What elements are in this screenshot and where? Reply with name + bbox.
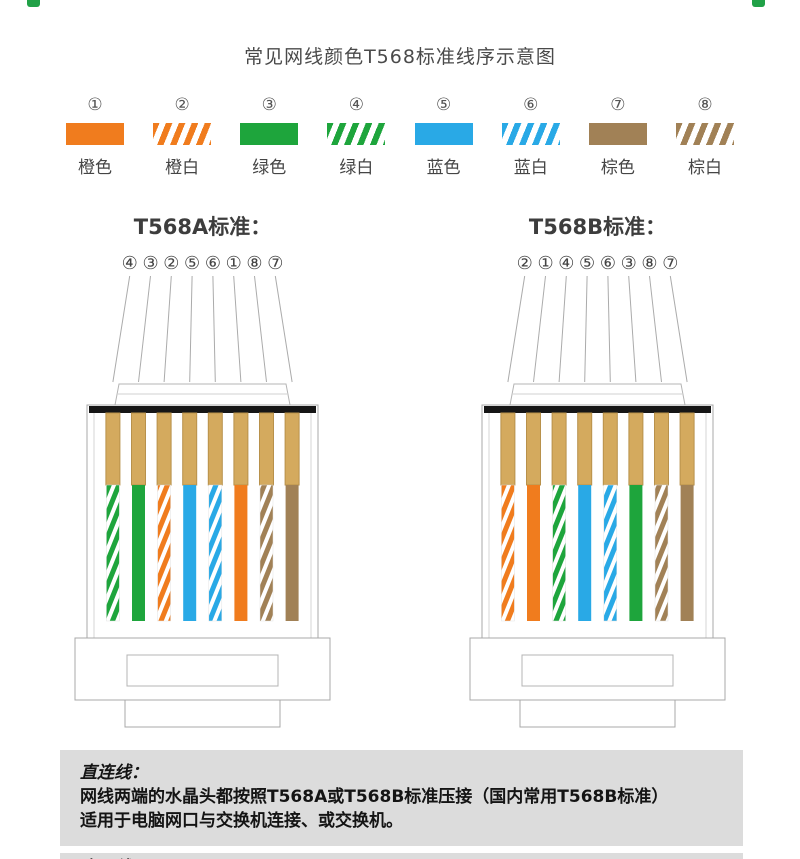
connector-pins — [500, 412, 695, 486]
legend-item-number: ⑤ — [435, 95, 452, 115]
connector-pins — [105, 412, 300, 486]
pin-number: ⑦ — [267, 253, 284, 274]
legend-item: ⑧ 棕白 — [673, 94, 737, 178]
legend-item: ② 橙白 — [150, 94, 214, 178]
standard-column-t568a: T568A标准： ④ ③ ② ⑤ ⑥ ① ⑧ ⑦ — [70, 213, 335, 728]
page-title: 常见网线颜色T568标准线序示意图 — [244, 46, 556, 68]
color-swatch — [501, 123, 560, 145]
note-crossover: 交叉线： — [60, 853, 743, 859]
pin-number: ② — [163, 253, 180, 274]
pin-number: ① — [225, 253, 242, 274]
pin-number-row: ② ① ④ ⑤ ⑥ ③ ⑧ ⑦ — [465, 253, 730, 275]
legend-item-number: ③ — [261, 95, 277, 115]
legend-item: ⑥ 蓝白 — [499, 94, 563, 178]
pin-number-row: ④ ③ ② ⑤ ⑥ ① ⑧ ⑦ — [70, 253, 335, 275]
connector-outline — [469, 383, 726, 728]
connector-wires — [501, 484, 694, 622]
note-line: 适用于电脑网口与交换机连接、或交换机。 — [80, 811, 403, 831]
legend-item-number: ① — [87, 95, 103, 115]
legend-item: ④ 绿白 — [324, 94, 388, 178]
legend-item-label: 棕白 — [687, 158, 722, 178]
standard-column-t568b: T568B标准： ② ① ④ ⑤ ⑥ ③ ⑧ ⑦ — [465, 213, 730, 728]
legend-item-label: 绿白 — [339, 158, 374, 178]
rj45-connector — [469, 383, 726, 728]
legend-item-number: ⑦ — [610, 95, 626, 115]
legend-item: ⑦ 棕色 — [586, 94, 650, 178]
pin-number: ⑤ — [579, 253, 596, 274]
note-line: 网线两端的水晶头都按照T568A或T568B标准压接（国内常用T568B标准） — [80, 787, 669, 807]
pin-number: ① — [537, 253, 554, 274]
color-swatch — [153, 123, 212, 145]
legend-item-label: 绿色 — [252, 158, 287, 178]
color-swatch — [240, 123, 299, 145]
color-swatch — [675, 123, 734, 145]
connector-outline — [74, 383, 331, 728]
connector-wires — [106, 484, 299, 622]
legend-item-label: 蓝色 — [426, 158, 461, 178]
color-legend: ① 橙色 ② 橙白 ③ 绿色 ④ 绿白 ⑤ 蓝色 ⑥ 蓝白 — [63, 94, 737, 178]
legend-item-label: 棕色 — [600, 158, 635, 178]
rj45-connector — [74, 383, 331, 728]
connector-black-band — [89, 406, 316, 413]
pin-number: ③ — [620, 253, 637, 274]
standard-title: T568B标准： — [528, 215, 667, 239]
pin-number: ⑧ — [641, 253, 658, 274]
pin-number: ④ — [558, 253, 575, 274]
legend-item-number: ④ — [348, 95, 365, 115]
green-corner-accent — [27, 0, 40, 7]
green-corner-accent — [752, 0, 765, 7]
legend-item-label: 蓝白 — [513, 158, 548, 178]
fan-lines — [112, 275, 293, 383]
legend-item: ⑤ 蓝色 — [412, 94, 476, 178]
legend-item-number: ⑧ — [697, 95, 713, 115]
pin-number: ⑥ — [204, 253, 221, 274]
legend-item-label: 橙白 — [165, 158, 200, 178]
pin-number: ⑥ — [599, 253, 616, 274]
standard-title: T568A标准： — [133, 215, 272, 239]
pin-number: ③ — [142, 253, 159, 274]
note-straight-through: 直连线： 网线两端的水晶头都按照T568A或T568B标准压接（国内常用T568… — [60, 750, 743, 846]
pin-number: ⑤ — [184, 253, 201, 274]
legend-item: ① 橙色 — [63, 94, 127, 178]
legend-item-number: ⑥ — [523, 95, 539, 115]
color-swatch — [588, 123, 647, 145]
pin-number: ⑧ — [246, 253, 263, 274]
note-heading: 直连线： — [80, 763, 148, 783]
pin-number: ② — [516, 253, 533, 274]
color-swatch — [414, 123, 473, 145]
legend-item-label: 橙色 — [78, 158, 112, 178]
pin-number: ⑦ — [662, 253, 679, 274]
color-swatch — [66, 123, 124, 145]
connector-black-band — [484, 406, 711, 413]
fan-lines — [507, 275, 688, 383]
pin-number: ④ — [121, 253, 138, 274]
color-swatch — [327, 123, 386, 145]
legend-item-number: ② — [174, 95, 190, 115]
legend-item: ③ 绿色 — [237, 94, 301, 178]
